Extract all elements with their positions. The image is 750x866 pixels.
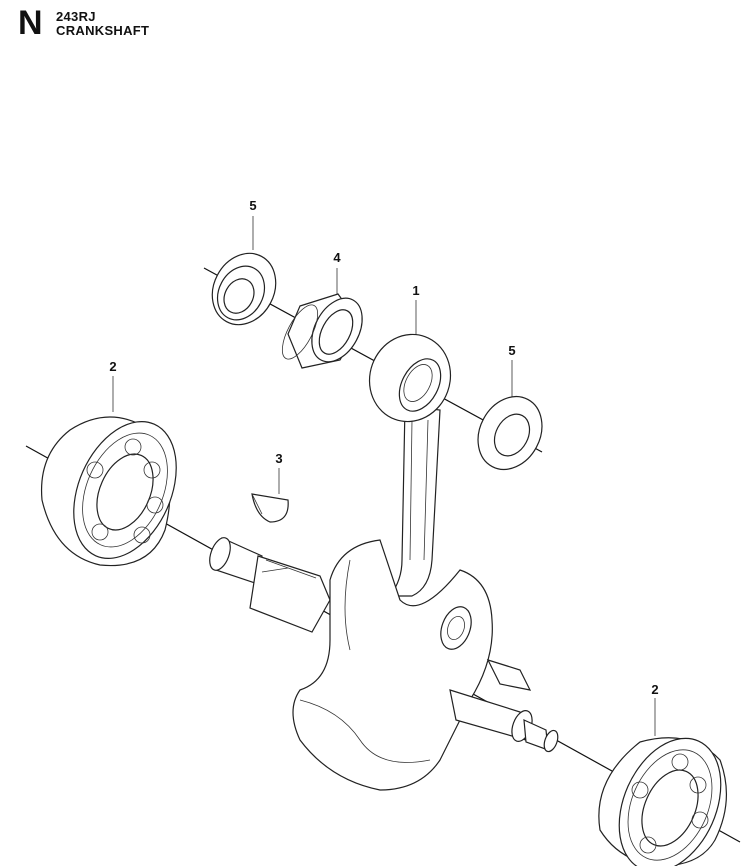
- part-5-washer-right: [477, 396, 543, 470]
- callout-2-right: 2: [651, 682, 659, 697]
- section-letter: N: [18, 4, 43, 42]
- part-5-washer-top: [211, 252, 277, 326]
- part-3-woodruff-key: [251, 493, 289, 523]
- callout-5-right: 5: [508, 343, 516, 358]
- part-2-ball-bearing-right: [598, 737, 727, 866]
- callout-5-top: 5: [249, 198, 257, 213]
- callout-4: 4: [333, 250, 341, 265]
- model-number: 243RJ: [56, 9, 96, 24]
- diagram-title: CRANKSHAFT: [56, 23, 150, 38]
- callout-3: 3: [275, 451, 283, 466]
- leader-lines: [112, 216, 656, 736]
- callout-1: 1: [412, 283, 420, 298]
- part-2-ball-bearing-left: [40, 416, 177, 567]
- callout-2-left: 2: [109, 359, 117, 374]
- part-1-connecting-rod: [368, 333, 452, 597]
- diagram-title-block: 243RJ CRANKSHAFT: [56, 10, 149, 38]
- part-4-needle-bearing: [281, 293, 363, 369]
- crankshaft: [209, 537, 559, 791]
